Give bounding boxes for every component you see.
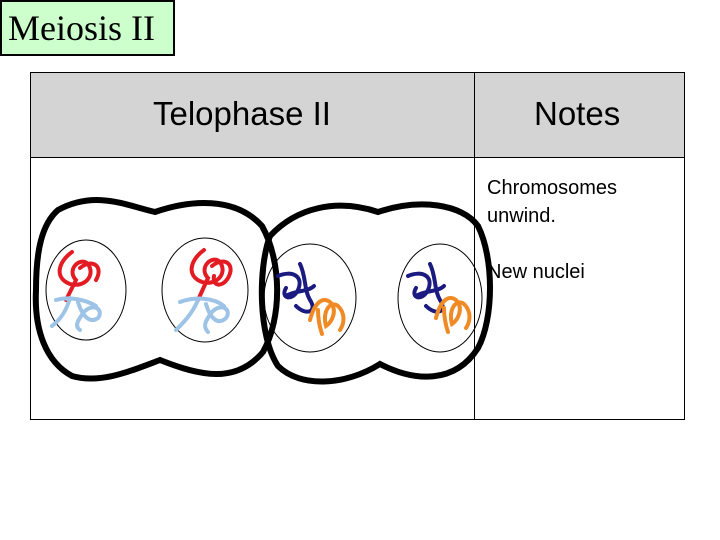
- chromosome-light-blue-2: [174, 296, 230, 334]
- slide-title: Meiosis II: [0, 0, 175, 56]
- table-header-row: Telophase II Notes: [31, 73, 684, 158]
- chromosome-navy-4: [406, 262, 446, 314]
- nucleus-1: [45, 239, 127, 341]
- chromosome-red-1: [57, 250, 101, 302]
- nucleus-2: [161, 237, 249, 343]
- note-new-nuclei: New nuclei: [487, 261, 585, 283]
- column-divider: [474, 73, 475, 419]
- header-telophase-ii: Telophase II: [153, 95, 331, 132]
- cell-membrane-right: [258, 201, 493, 385]
- note-chromosomes-unwind: Chromosomes unwind.: [487, 177, 618, 227]
- chromosome-navy-3: [276, 262, 316, 314]
- nucleus-3: [263, 243, 357, 353]
- cell-membrane-left: [32, 197, 281, 382]
- chromosome-orange-3: [308, 298, 346, 336]
- telophase-table: Telophase II Notes: [30, 72, 685, 420]
- chromosome-orange-4: [434, 296, 472, 334]
- chromosome-light-blue-1: [50, 296, 102, 332]
- nucleus-4: [397, 243, 483, 353]
- header-notes: Notes: [534, 95, 621, 132]
- chromosome-red-2: [189, 248, 233, 302]
